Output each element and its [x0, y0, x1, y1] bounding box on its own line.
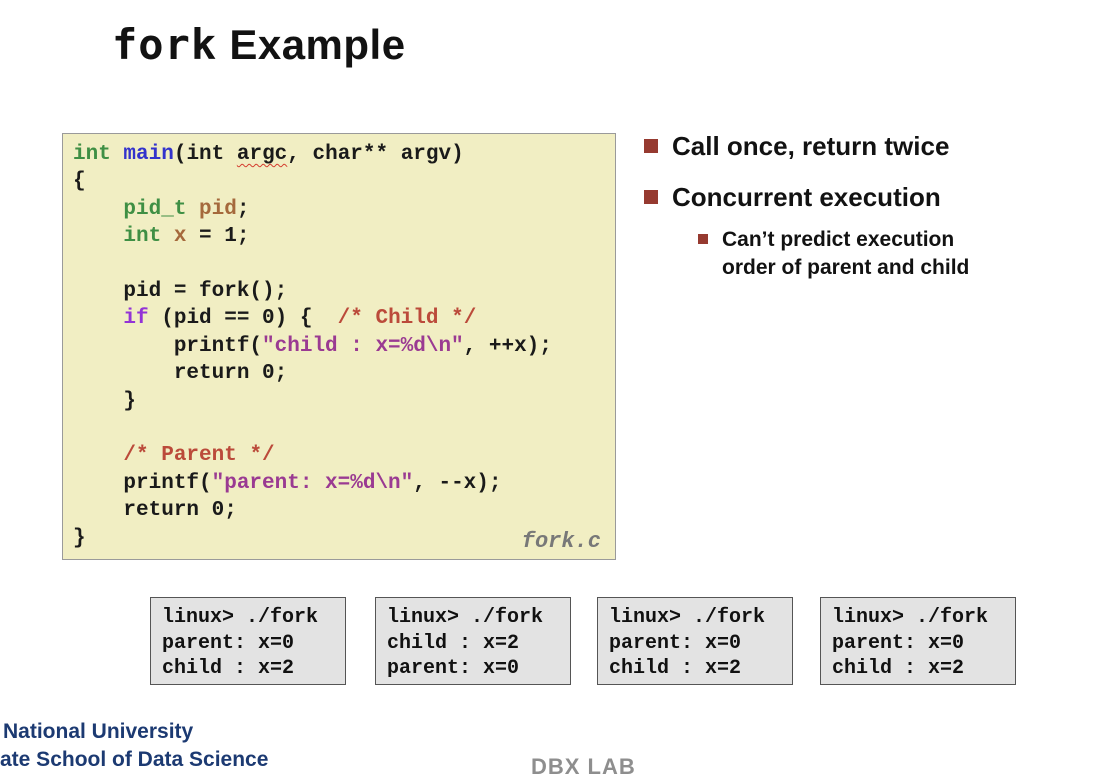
institution-text: National University ate School of Data S…	[0, 718, 268, 774]
terminal-line: child : x=2	[162, 657, 295, 680]
terminal-line: linux> ./fork	[832, 606, 989, 629]
code-line: pid_t pid;	[123, 197, 250, 221]
code-line: int main(int argc, char** argv)	[73, 143, 464, 166]
terminal-line: parent: x=0	[832, 631, 965, 655]
institution-line-1: National University	[3, 720, 194, 743]
code-line: pid = fork();	[73, 280, 288, 304]
terminal-line: child : x=2	[387, 631, 520, 655]
code-line: return 0;	[73, 499, 237, 523]
code-line	[73, 251, 605, 278]
bullet-call-once: Call once, return twice	[644, 130, 949, 162]
code-line: {	[73, 170, 86, 194]
subbullet-label: Can’t predict execution order of parent …	[722, 228, 970, 279]
code-line	[73, 415, 605, 442]
terminal-line: child : x=2	[609, 657, 742, 680]
slide-title: fork Example	[112, 20, 406, 69]
code-line: }	[73, 526, 86, 550]
terminal-line: linux> ./fork	[162, 606, 319, 629]
code-line: printf("parent: x=%d\n", --x);	[73, 471, 502, 495]
slide-title-text-part: Example	[217, 21, 406, 68]
code-line: printf("child : x=%d\n", ++x);	[73, 334, 552, 358]
bullet-label: Concurrent execution	[672, 182, 941, 212]
bullet-label: Call once, return twice	[672, 131, 950, 161]
code-lines: int main(int argc, char** argv) { pid_t p…	[73, 141, 605, 552]
terminal-line: linux> ./fork	[387, 606, 544, 629]
code-line: return 0;	[73, 362, 288, 386]
code-line: int x = 1;	[123, 225, 250, 249]
institution-line-2: ate School of Data Science	[0, 748, 269, 771]
code-line: /* Parent */	[123, 444, 275, 468]
bullet-square-icon	[644, 190, 658, 204]
code-filename: fork.c	[521, 528, 601, 554]
code-line: }	[73, 389, 137, 413]
lab-watermark: DBX LAB	[531, 754, 636, 779]
subbullet-cant-predict: Can’t predict execution order of parent …	[698, 226, 1000, 282]
code-panel: int main(int argc, char** argv) { pid_t p…	[62, 133, 616, 560]
bullet-square-icon	[644, 139, 658, 153]
terminal-line: linux> ./fork	[609, 606, 766, 629]
terminal-line: parent: x=0	[162, 631, 295, 655]
slide-title-code-part: fork	[112, 20, 218, 69]
bullet-concurrent-execution: Concurrent execution	[644, 181, 941, 213]
terminal-line: parent: x=0	[609, 631, 742, 655]
terminal-line: parent: x=0	[387, 657, 520, 680]
code-line: if (pid == 0) { /* Child */	[123, 307, 477, 331]
subbullet-square-icon	[698, 234, 708, 244]
terminal-line: child : x=2	[832, 657, 965, 680]
